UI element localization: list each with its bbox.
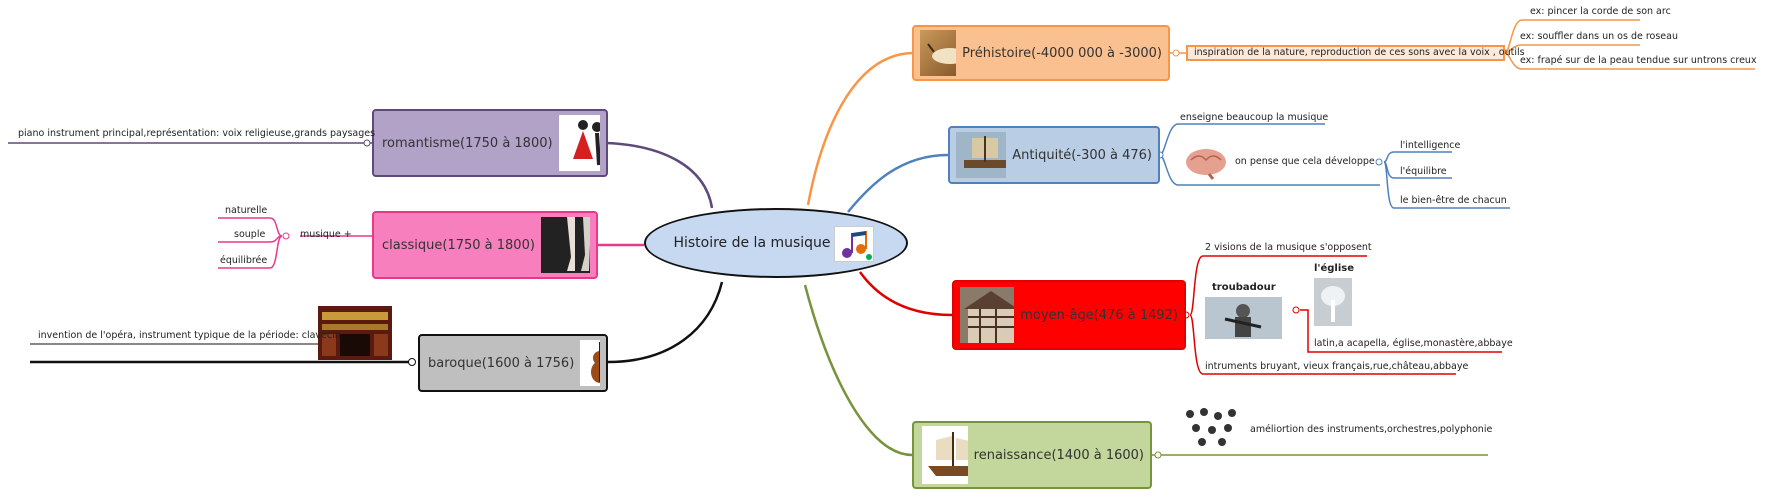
branch-romantisme — [605, 141, 714, 209]
node-renaissance[interactable]: renaissance(1400 à 1600) — [912, 421, 1152, 489]
medieval-house-image — [960, 287, 1015, 343]
baroque-detail[interactable]: invention de l'opéra, instrument typique… — [38, 330, 341, 341]
church-image — [1314, 278, 1352, 326]
node-baroque[interactable]: baroque(1600 à 1756) — [418, 334, 608, 392]
prehistoire-example-1[interactable]: ex: pincer la corde de son arc — [1530, 6, 1671, 17]
antiquite-develop[interactable]: on pense que cela développe — [1235, 156, 1375, 167]
node-romantisme[interactable]: romantisme(1750 à 1800) — [372, 109, 608, 177]
renaissance-detail[interactable]: améliortion des instruments,orchestres,p… — [1250, 424, 1493, 435]
node-romantisme-label: romantisme(1750 à 1800) — [382, 135, 553, 151]
node-antiquite-label: Antiquité(-300 à 476) — [1012, 147, 1152, 163]
antiquite-item-intelligence[interactable]: l'intelligence — [1400, 140, 1461, 151]
troubadour-image — [1205, 297, 1282, 339]
node-prehistoire[interactable]: Préhistoire(-4000 000 à -3000) — [912, 25, 1170, 81]
troubadour-detail[interactable]: intruments bruyant, vieux français,rue,c… — [1205, 361, 1469, 372]
node-baroque-label: baroque(1600 à 1756) — [428, 355, 575, 371]
dancers-image — [558, 115, 600, 171]
cello-image — [580, 340, 600, 386]
music-notes-icon — [834, 226, 874, 262]
branch-baroque — [607, 281, 724, 364]
cave-painting-image — [920, 30, 957, 76]
branch-prehistoire — [806, 51, 913, 206]
prehistoire-detail-box[interactable]: inspiration de la nature, reproduction d… — [1186, 45, 1525, 61]
antiquite-item-equilibre[interactable]: l'équilibre — [1400, 166, 1447, 177]
classique-item-naturelle[interactable]: naturelle — [225, 205, 268, 216]
troubadour-label[interactable]: troubadour — [1212, 282, 1276, 293]
node-classique[interactable]: classique(1750 à 1800) — [372, 211, 598, 279]
classique-item-equilibree[interactable]: équilibrée — [220, 255, 268, 266]
prehistoire-example-2[interactable]: ex: souffler dans un os de roseau — [1520, 31, 1678, 42]
moyen-age-visions[interactable]: 2 visions de la musique s'opposent — [1205, 242, 1372, 253]
romantisme-detail[interactable]: piano instrument principal,représentatio… — [18, 128, 376, 139]
caravel-image — [922, 426, 968, 484]
branch-renaissance — [803, 284, 913, 457]
line-pre-ex — [1504, 19, 1640, 54]
classique-item-souple[interactable]: souple — [234, 229, 266, 240]
orchestra-image — [1180, 404, 1246, 448]
classique-musique[interactable]: musique + — [300, 229, 352, 240]
prehistoire-example-3[interactable]: ex: frapé sur de la peau tendue sur untr… — [1520, 55, 1757, 66]
node-moyen-age[interactable]: moyen-âge(476 à 1492) — [952, 280, 1186, 350]
brain-image — [1183, 146, 1229, 180]
node-antiquite[interactable]: Antiquité(-300 à 476) — [948, 126, 1160, 184]
node-prehistoire-label: Préhistoire(-4000 000 à -3000) — [962, 45, 1162, 61]
central-topic[interactable]: Histoire de la musique — [644, 208, 908, 278]
node-moyen-age-label: moyen-âge(476 à 1492) — [1020, 307, 1178, 323]
central-topic-label: Histoire de la musique — [673, 235, 831, 251]
antiquite-teaching[interactable]: enseigne beaucoup la musique — [1180, 112, 1329, 123]
eglise-detail[interactable]: latin,a acapella, église,monastère,abbay… — [1314, 338, 1513, 349]
ancient-ship-image — [956, 132, 1007, 178]
eglise-label[interactable]: l'église — [1314, 263, 1355, 274]
ballet-shoes-image — [540, 217, 590, 273]
branch-moyen-age — [858, 271, 953, 317]
antiquite-item-bien-etre[interactable]: le bien-être de chacun — [1400, 195, 1507, 206]
prehistoire-detail: inspiration de la nature, reproduction d… — [1194, 47, 1525, 58]
node-classique-label: classique(1750 à 1800) — [382, 237, 535, 253]
opera-house-image — [318, 306, 392, 360]
node-renaissance-label: renaissance(1400 à 1600) — [973, 447, 1144, 463]
branch-antiquite — [847, 153, 949, 213]
